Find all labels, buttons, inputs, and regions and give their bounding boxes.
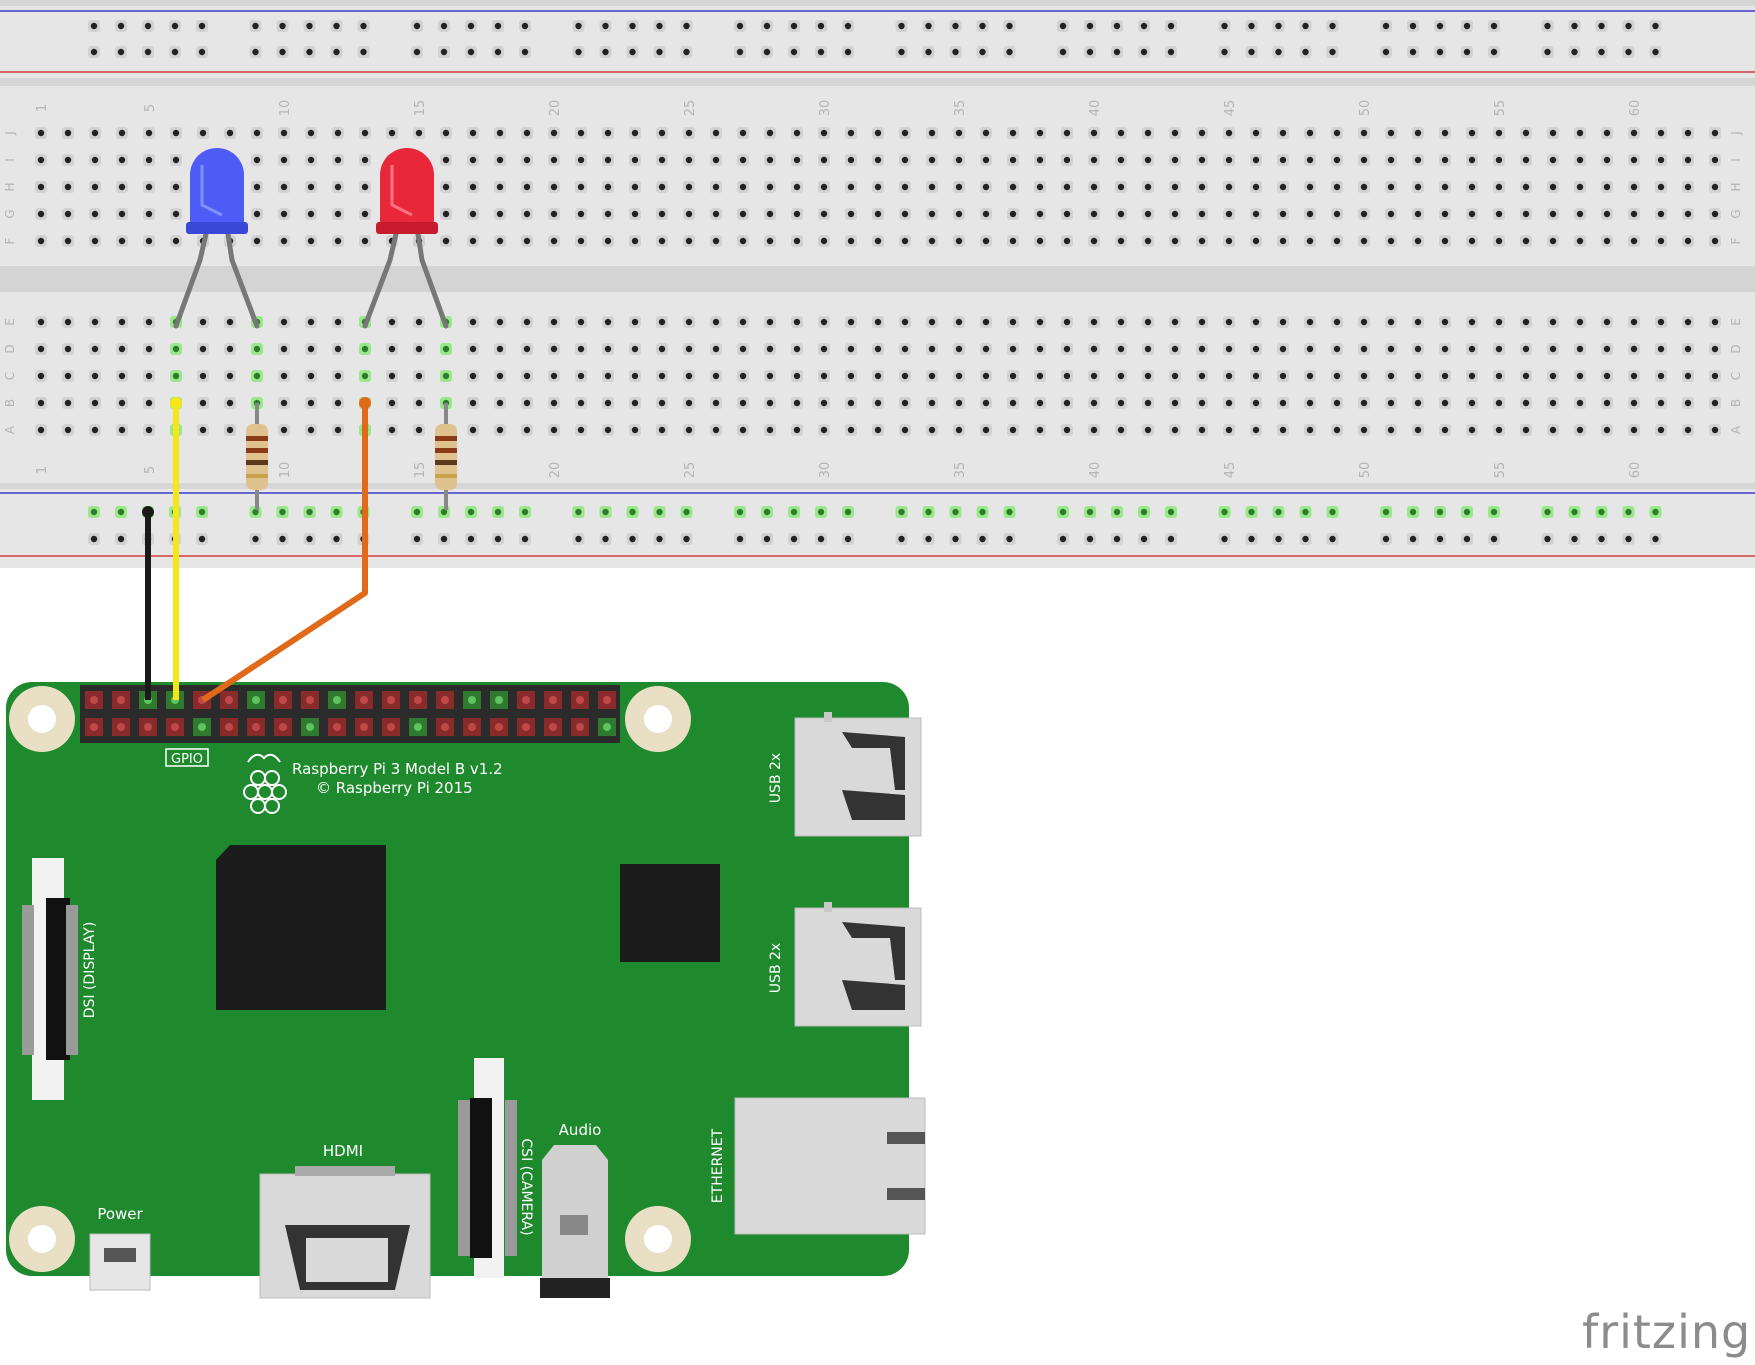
row-letter: G	[1729, 209, 1743, 218]
column-number: 55	[1493, 462, 1508, 479]
row-letter: G	[3, 209, 17, 218]
raspberry-logo	[243, 753, 287, 814]
row-letter: A	[1729, 425, 1743, 434]
gpio-header	[80, 685, 620, 743]
column-number: 25	[683, 100, 698, 117]
led-red[interactable]	[376, 148, 438, 234]
csi-connector[interactable]	[458, 1058, 517, 1278]
ethernet-label: ETHERNET	[710, 1128, 726, 1203]
ethernet-port[interactable]	[734, 1097, 926, 1235]
hdmi-label: HDMI	[323, 1142, 363, 1160]
row-letter: C	[1729, 372, 1743, 380]
column-number: 50	[1358, 462, 1373, 479]
row-letter: H	[1729, 182, 1743, 191]
column-number: 5	[143, 104, 158, 112]
column-number: 50	[1358, 100, 1373, 117]
resistor-1[interactable]	[246, 403, 268, 510]
column-number: 40	[1088, 462, 1103, 479]
soc-chip	[216, 845, 386, 1010]
column-number: 30	[818, 462, 833, 479]
column-number: 30	[818, 100, 833, 117]
usb-bottom-label: USB 2x	[768, 943, 784, 993]
usb-top-label: USB 2x	[768, 753, 784, 803]
row-letter: B	[3, 399, 17, 407]
column-number: 40	[1088, 100, 1103, 117]
column-number: 15	[413, 462, 428, 479]
row-letter: I	[1729, 158, 1743, 162]
pcb	[6, 682, 909, 1276]
row-letter: A	[3, 425, 17, 434]
column-number: 60	[1628, 100, 1643, 117]
column-number: 45	[1223, 100, 1238, 117]
column-number: 45	[1223, 462, 1238, 479]
column-number: 1	[35, 466, 50, 474]
audio-label: Audio	[559, 1121, 602, 1139]
row-letter: D	[3, 344, 17, 353]
row-letter: F	[1729, 237, 1743, 244]
wires	[142, 397, 371, 703]
column-number: 55	[1493, 100, 1508, 117]
usb-port-top[interactable]	[794, 712, 922, 837]
column-number: 25	[683, 462, 698, 479]
column-number: 10	[278, 462, 293, 479]
row-letter: F	[3, 237, 17, 244]
gpio-label: GPIO	[171, 752, 203, 767]
csi-label: CSI (CAMERA)	[518, 1138, 534, 1235]
column-number: 1	[35, 104, 50, 112]
ram-chip	[620, 864, 720, 962]
gpio-label-box	[165, 748, 209, 767]
row-letter: E	[1729, 318, 1743, 326]
column-number: 20	[548, 100, 563, 117]
row-letter: J	[3, 131, 17, 136]
dsi-label: DSI (DISPLAY)	[82, 922, 98, 1019]
column-number: 35	[953, 100, 968, 117]
resistor-2[interactable]	[435, 403, 457, 510]
power-label: Power	[97, 1205, 143, 1223]
breadboard: 1155101015152020252530303535404045455050…	[0, 0, 1755, 568]
hdmi-port[interactable]	[259, 1166, 431, 1299]
led-legs	[173, 231, 449, 329]
power-port[interactable]	[89, 1233, 151, 1291]
mounting-holes	[9, 686, 691, 1272]
led-blue[interactable]	[186, 148, 248, 234]
fritzing-logo: fritzing	[1582, 1305, 1752, 1359]
usb-port-bottom[interactable]	[794, 902, 922, 1027]
row-letter: D	[1729, 344, 1743, 353]
row-letter: J	[1729, 131, 1743, 136]
column-number: 35	[953, 462, 968, 479]
column-number: 60	[1628, 462, 1643, 479]
column-number: 20	[548, 462, 563, 479]
raspberry-pi-board: GPIO Raspberry Pi 3 Model B v1.2 © Raspb…	[6, 682, 926, 1299]
audio-jack[interactable]	[540, 1145, 610, 1298]
column-number: 15	[413, 100, 428, 117]
column-number: 10	[278, 100, 293, 117]
row-letter: E	[3, 318, 17, 326]
model-text: Raspberry Pi 3 Model B v1.2	[292, 760, 503, 778]
copyright-text: © Raspberry Pi 2015	[316, 779, 473, 797]
column-number: 5	[143, 466, 158, 474]
row-letter: B	[1729, 399, 1743, 407]
dsi-connector[interactable]	[22, 858, 78, 1100]
row-letter: H	[3, 182, 17, 191]
row-letter: C	[3, 372, 17, 380]
row-letter: I	[3, 158, 17, 162]
wire-orange[interactable]	[201, 403, 368, 703]
